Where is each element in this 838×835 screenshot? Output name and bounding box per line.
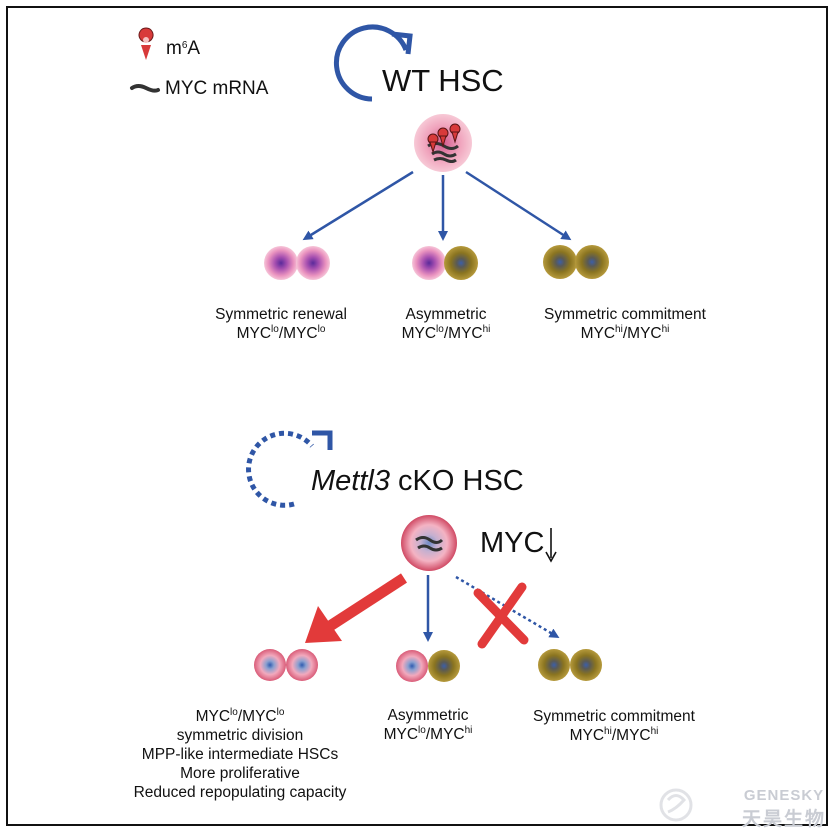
watermark-zh: 天昊生物 — [741, 809, 826, 830]
wt-arrow-left — [302, 170, 414, 241]
wt-outcome-asymmetric: Asymmetric MYClo/MYChi — [401, 306, 491, 342]
wt-symmetric-renewal-cells — [264, 246, 330, 280]
ko-outcome-asymmetric: Asymmetric MYClo/MYChi — [383, 707, 473, 743]
wt-outcome-symmetric-commitment: Symmetric commitment MYChi/MYChi — [544, 306, 706, 342]
watermark: GENESKY 天昊生物 — [742, 787, 826, 831]
wt-symmetric-commitment-cells — [543, 245, 609, 279]
wt-arrow-right — [465, 170, 572, 241]
ko-arrow-left-red — [305, 573, 407, 643]
myc-mrna-icon — [130, 84, 160, 93]
legend-myc-mrna-label: MYC mRNA — [165, 78, 269, 99]
wt-outcome-symmetric-renewal: Symmetric renewal MYClo/MYClo — [215, 306, 347, 342]
wt-asymmetric-cells — [412, 246, 478, 280]
ko-impaired-renewal-arrow-icon — [246, 430, 333, 508]
legend-m6a-label: m6A — [166, 38, 201, 59]
wt-hsc-cell — [414, 114, 472, 172]
watermark-en: GENESKY — [743, 787, 825, 804]
ko-outcome-symmetric-commitment: Symmetric commitment MYChi/MYChi — [533, 708, 695, 744]
ko-outcome-symmetric-division: MYClo/MYClo symmetric division MPP-like … — [133, 707, 347, 802]
myc-down-arrow-icon — [545, 528, 557, 563]
genesky-logo-icon — [659, 788, 693, 822]
ko-asymmetric-cells — [396, 650, 460, 682]
myc-down-label: MYC — [480, 527, 545, 559]
figure-frame — [6, 6, 828, 826]
wt-hsc-title: WT HSC — [382, 63, 504, 98]
ko-symmetric-division-cells — [254, 649, 318, 681]
ko-arrow-right-dotted — [455, 575, 560, 639]
m6a-marker-icon — [138, 27, 154, 60]
blocked-x-icon — [473, 582, 529, 649]
mettl3-cko-hsc-cell — [401, 515, 457, 571]
wt-self-renewal-arrow-icon — [334, 24, 413, 102]
mettl3-cko-hsc-title: Mettl3 cKO HSC — [311, 465, 524, 497]
m6a-on-mrna-icon — [427, 123, 461, 154]
ko-symmetric-commitment-cells — [538, 649, 602, 681]
